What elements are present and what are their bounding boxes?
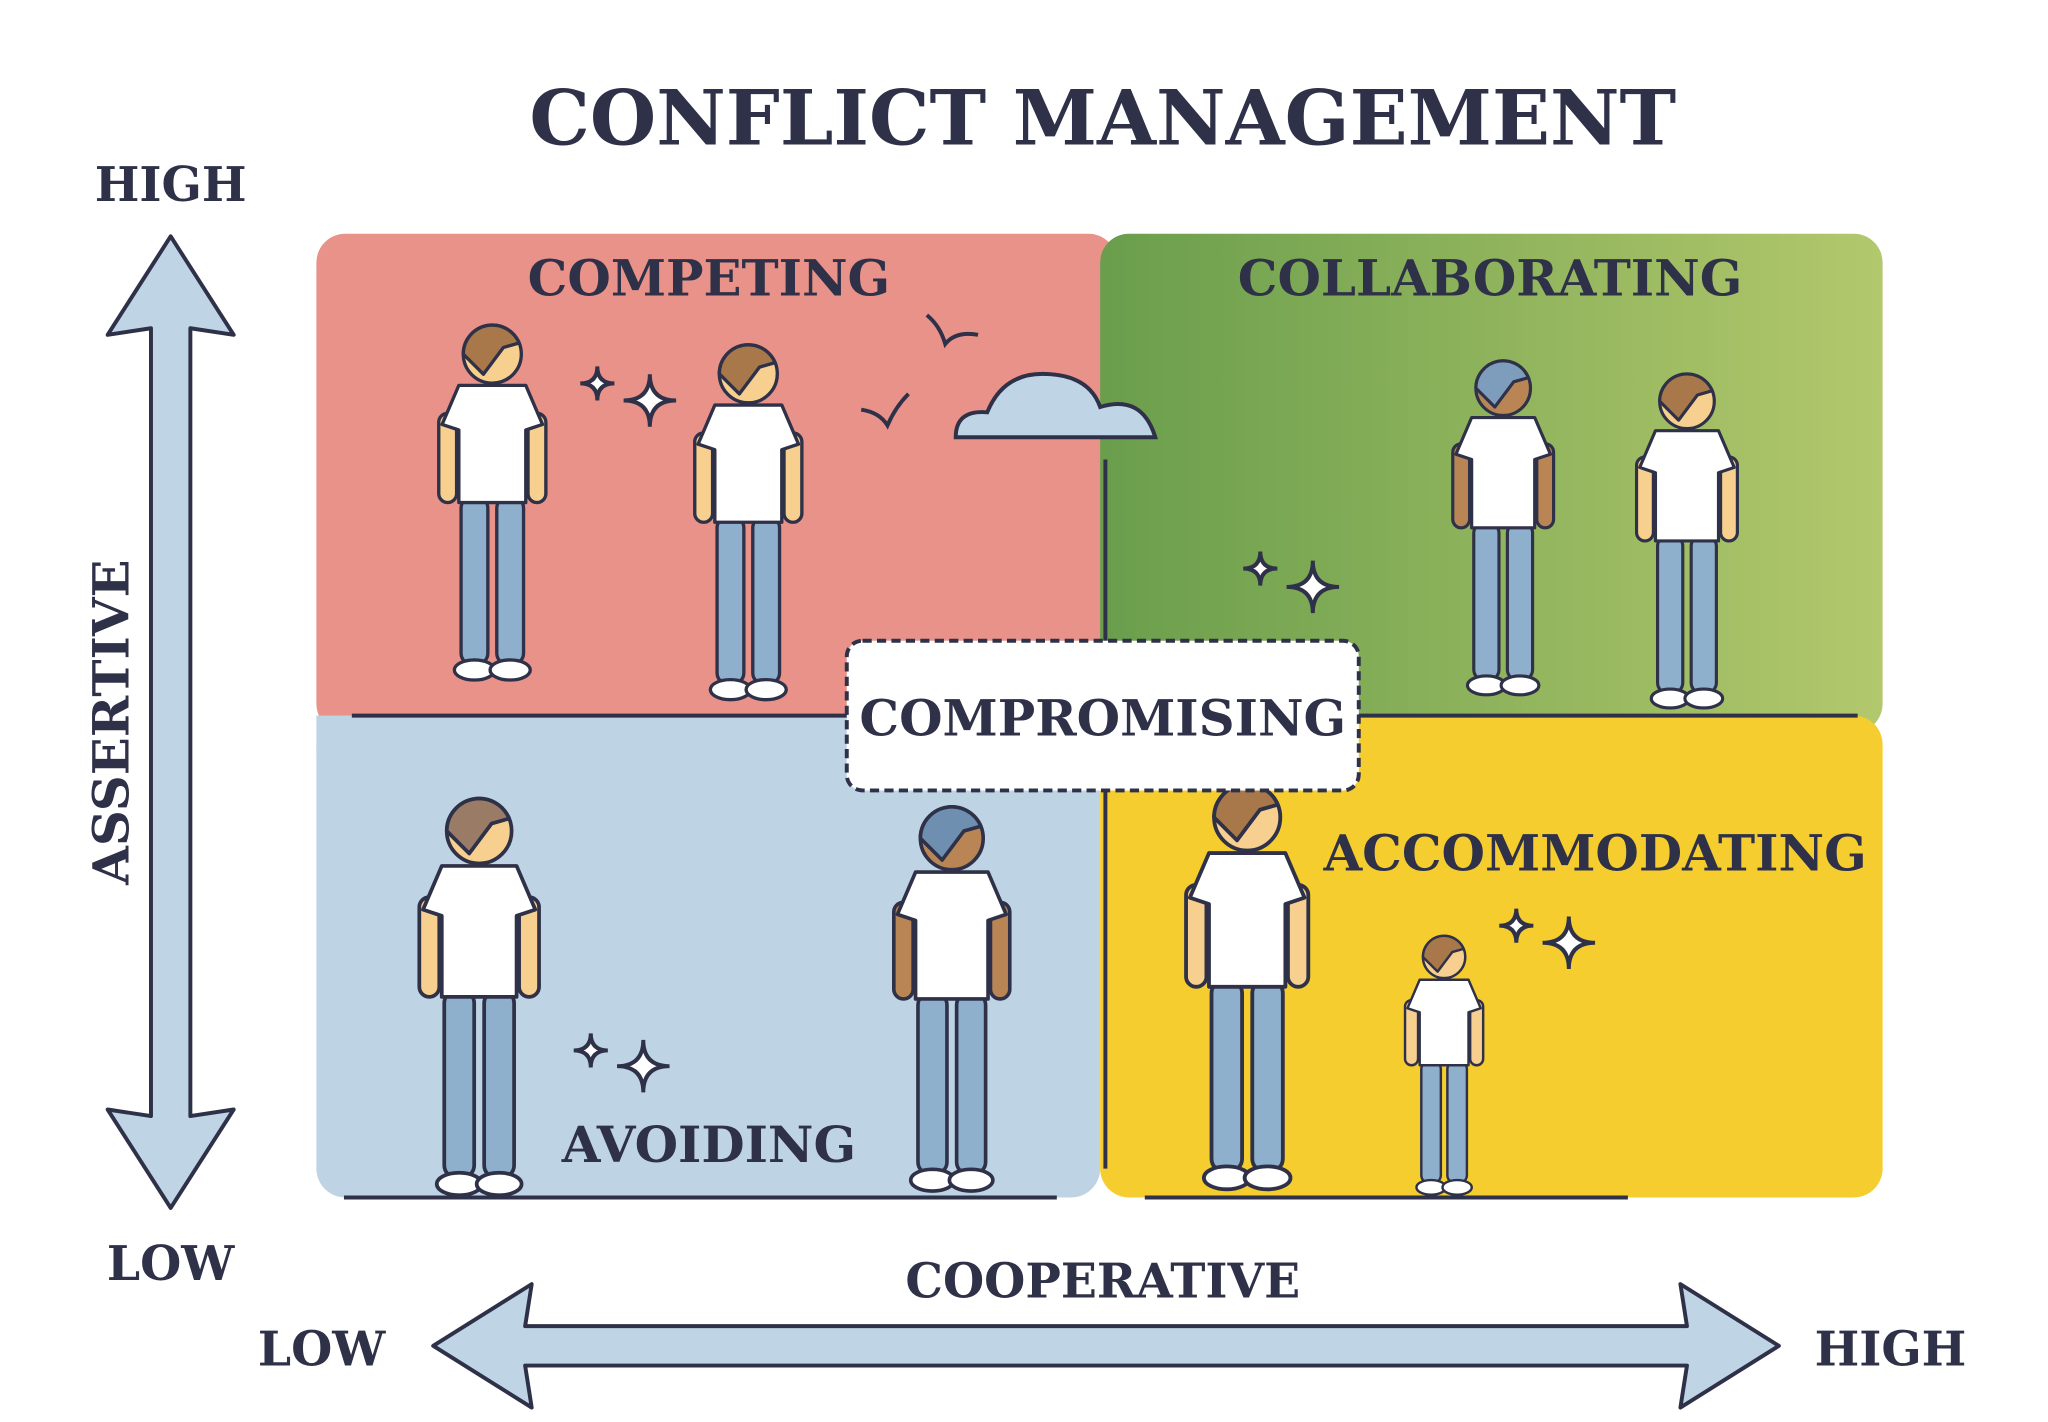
- x-axis-label: COOPERATIVE: [905, 1254, 1300, 1309]
- compromising-box: [844, 638, 1361, 793]
- sparkle-icon: [623, 374, 677, 427]
- high-five-figure: [1451, 359, 1556, 697]
- runner-figure: [437, 323, 548, 682]
- sparkle-icon: [616, 1039, 670, 1093]
- cloud-icon: [953, 371, 1158, 440]
- x-axis-low-label: LOW: [258, 1323, 386, 1378]
- avoiding-figure: [892, 805, 1012, 1193]
- sparkle-icon: [1542, 916, 1596, 970]
- kneeling-figure: [1403, 934, 1485, 1196]
- label-avoiding: AVOIDING: [561, 1115, 856, 1174]
- bird-icon: [860, 392, 910, 430]
- avoiding-figure: [417, 796, 541, 1198]
- sparkle-icon: [580, 366, 615, 401]
- label-compromising: COMPROMISING: [859, 688, 1346, 747]
- page-title: CONFLICT MANAGEMENT: [529, 73, 1676, 162]
- label-competing: COMPETING: [528, 248, 890, 307]
- sparkle-icon: [1243, 551, 1278, 586]
- y-axis-high-label: HIGH: [95, 158, 247, 213]
- quadrant-accommodating: [1100, 715, 1883, 1198]
- label-collaborating: COLLABORATING: [1238, 248, 1743, 307]
- sparkle-icon: [1499, 908, 1534, 943]
- cooperative-arrow: [431, 1282, 1781, 1410]
- y-axis-low-label: LOW: [107, 1237, 235, 1292]
- label-accommodating: ACCOMMODATING: [1322, 824, 1866, 883]
- bird-icon: [925, 313, 979, 349]
- high-five-figure: [1634, 372, 1739, 710]
- sparkle-icon: [573, 1033, 608, 1068]
- accommodating-figure: [1184, 782, 1311, 1192]
- x-axis-high-label: HIGH: [1815, 1323, 1967, 1378]
- y-axis-label: ASSERTIVE: [82, 559, 141, 885]
- assertive-arrow: [105, 234, 236, 1210]
- runner-figure: [693, 343, 804, 702]
- sparkle-icon: [1286, 560, 1340, 614]
